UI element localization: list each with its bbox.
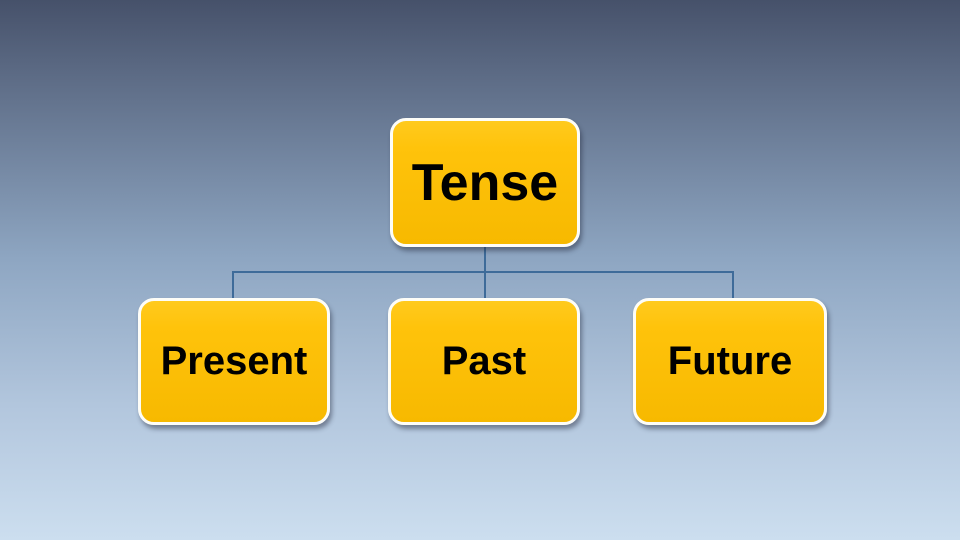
connector-horizontal-rail [233,271,734,273]
connector-past-stem [484,271,486,299]
node-future: Future [633,298,827,425]
node-root: Tense [390,118,580,247]
node-future-label: Future [667,339,793,383]
connector-root-stem [484,246,486,273]
node-root-label: Tense [411,153,559,212]
node-present: Present [138,298,330,425]
connector-present-stem [232,271,234,299]
connector-future-stem [732,271,734,299]
node-present-label: Present [160,339,308,383]
node-past-label: Past [441,339,527,383]
node-past: Past [388,298,580,425]
